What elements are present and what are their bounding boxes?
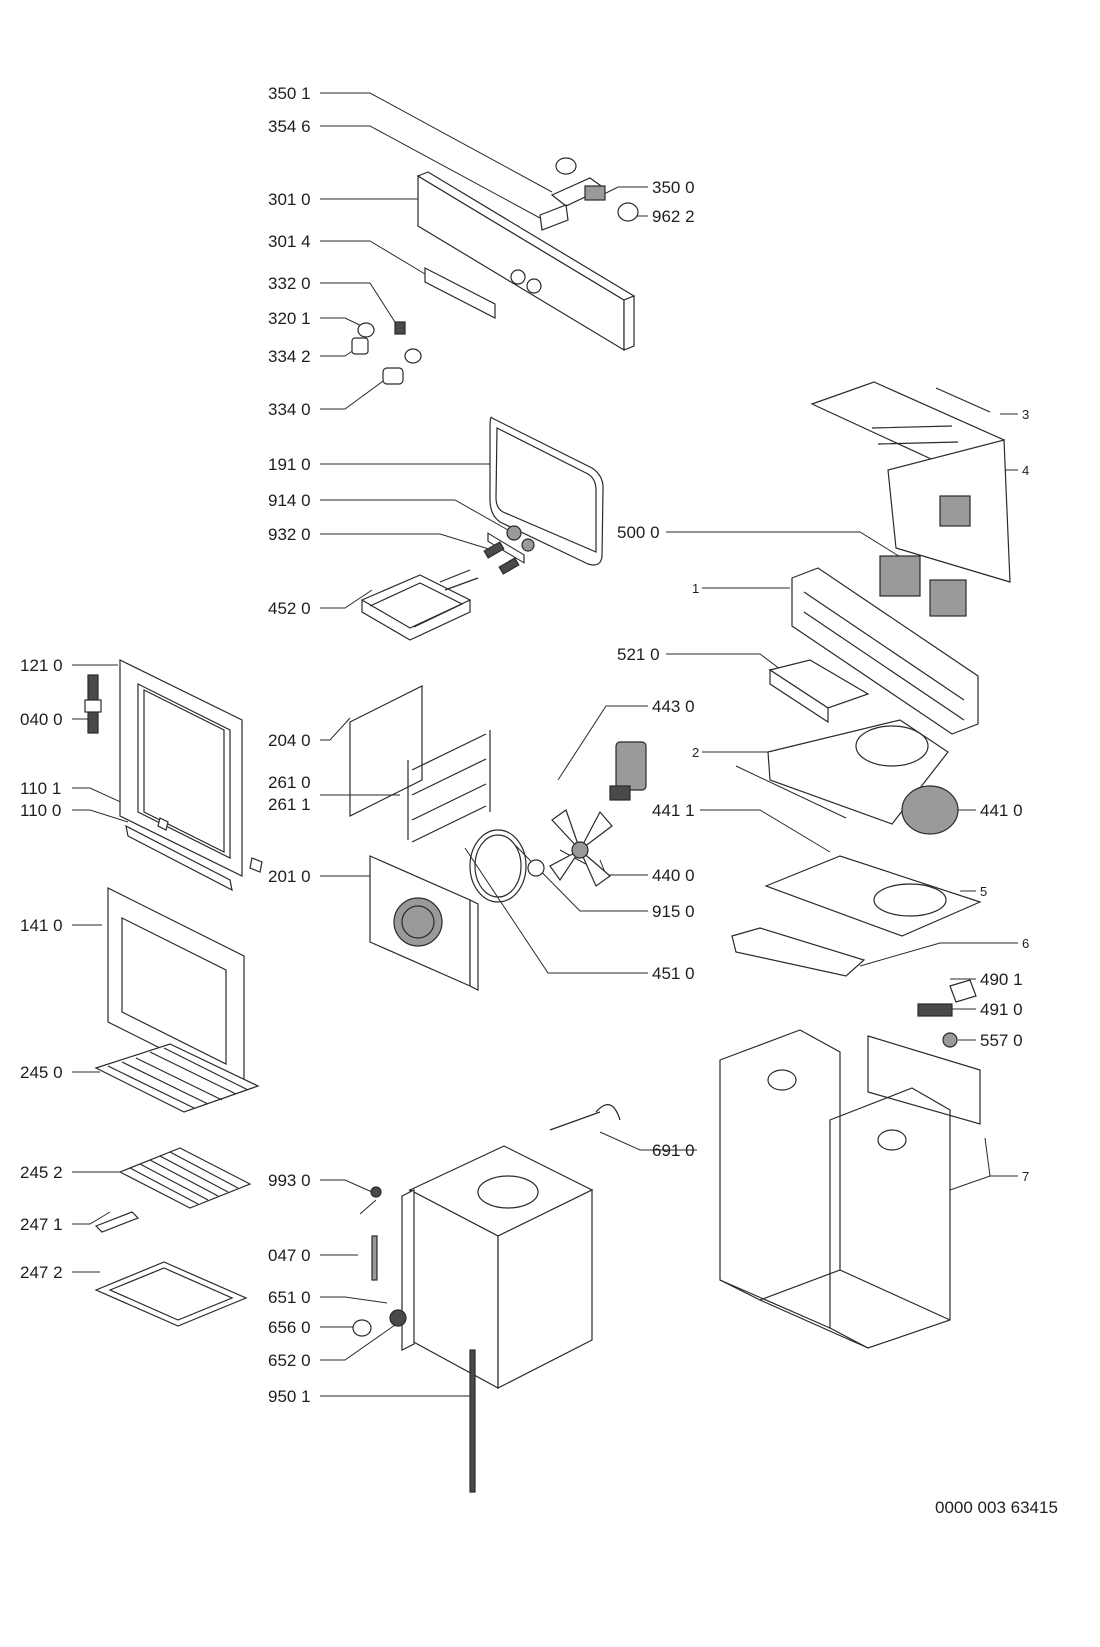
part-label: 261 1 bbox=[268, 795, 311, 814]
part-label: 443 0 bbox=[652, 697, 695, 716]
part-label: 204 0 bbox=[268, 731, 311, 750]
door-gasket-part bbox=[489, 416, 604, 566]
part-label: 441 0 bbox=[980, 801, 1023, 820]
part-label: 110 1 bbox=[20, 779, 61, 798]
tray-handle-part bbox=[94, 1211, 140, 1233]
fan-motor-part bbox=[609, 741, 647, 801]
cavity-fixings-part bbox=[352, 1186, 407, 1337]
part-label: 2 bbox=[692, 745, 699, 760]
part-label: 332 0 bbox=[268, 274, 311, 293]
drip-tray-part bbox=[94, 1261, 248, 1327]
electronic-module-part bbox=[539, 157, 639, 231]
part-label: 451 0 bbox=[652, 964, 695, 983]
heating-element-part bbox=[360, 569, 479, 641]
part-label: 201 0 bbox=[268, 867, 311, 886]
control-knobs-part bbox=[351, 321, 422, 385]
part-label: 191 0 bbox=[268, 455, 311, 474]
terminal-block-part bbox=[917, 979, 977, 1048]
part-label: 1 bbox=[692, 581, 699, 596]
part-label: 247 1 bbox=[20, 1215, 63, 1234]
part-label: 651 0 bbox=[268, 1288, 311, 1307]
wire-shelf-part bbox=[94, 1043, 260, 1113]
cooling-duct-part bbox=[735, 719, 959, 835]
fan-cover-part bbox=[369, 855, 479, 991]
part-label: 5 bbox=[980, 884, 987, 899]
part-labels: 350 1 354 6 301 0 301 4 332 0 320 1 334 … bbox=[20, 84, 1029, 1406]
selector-switch-part bbox=[879, 555, 967, 617]
part-label: 040 0 bbox=[20, 710, 63, 729]
hinge-part bbox=[84, 674, 102, 734]
part-label: 491 0 bbox=[980, 1000, 1023, 1019]
part-label: 110 0 bbox=[20, 801, 61, 820]
part-label: 354 6 bbox=[268, 117, 311, 136]
fan-blade-part bbox=[527, 809, 613, 887]
part-label: 500 0 bbox=[617, 523, 660, 542]
part-label: 914 0 bbox=[268, 491, 311, 510]
part-label: 915 0 bbox=[652, 902, 695, 921]
document-number: 0000 003 63415 bbox=[935, 1498, 1058, 1517]
door-handle-part bbox=[125, 817, 263, 892]
part-label: 3 bbox=[1022, 407, 1029, 422]
top-cover-part bbox=[810, 381, 1011, 583]
part-label: 6 bbox=[1022, 936, 1029, 951]
lamp-part bbox=[483, 525, 535, 575]
part-label: 301 0 bbox=[268, 190, 311, 209]
rear-plate-part bbox=[349, 685, 423, 817]
part-label: 350 1 bbox=[268, 84, 311, 103]
part-label: 301 4 bbox=[268, 232, 311, 251]
thermostat-probe-part bbox=[549, 1104, 621, 1131]
part-label: 334 2 bbox=[268, 347, 311, 366]
part-label: 247 2 bbox=[20, 1263, 63, 1282]
door-inner-part bbox=[119, 659, 243, 877]
part-label: 440 0 bbox=[652, 866, 695, 885]
part-label: 557 0 bbox=[980, 1031, 1023, 1050]
outer-casing-part bbox=[719, 1029, 981, 1349]
part-label: 652 0 bbox=[268, 1351, 311, 1370]
part-label: 261 0 bbox=[268, 773, 311, 792]
ring-element-part bbox=[469, 829, 527, 903]
mounting-bracket-part bbox=[768, 659, 870, 724]
part-label: 047 0 bbox=[268, 1246, 311, 1265]
part-label: 334 0 bbox=[268, 400, 311, 419]
part-label: 521 0 bbox=[617, 645, 660, 664]
part-label: 490 1 bbox=[980, 970, 1023, 989]
part-label: 691 0 bbox=[652, 1141, 695, 1160]
part-label: 656 0 bbox=[268, 1318, 311, 1337]
part-label: 350 0 bbox=[652, 178, 695, 197]
part-label: 320 1 bbox=[268, 309, 311, 328]
part-label: 141 0 bbox=[20, 916, 63, 935]
oven-cavity-part bbox=[401, 1145, 594, 1390]
part-label: 441 1 bbox=[652, 801, 695, 820]
base-plate-part bbox=[731, 855, 982, 977]
part-label: 962 2 bbox=[652, 207, 695, 226]
grill-rack-part bbox=[118, 1147, 252, 1209]
leader-lines bbox=[72, 92, 1018, 1397]
part-label: 452 0 bbox=[268, 599, 311, 618]
part-label: 245 0 bbox=[20, 1063, 63, 1082]
part-label: 932 0 bbox=[268, 525, 311, 544]
part-label: 121 0 bbox=[20, 656, 63, 675]
shelf-runners-part bbox=[407, 730, 491, 843]
seal-strip-part bbox=[469, 1349, 476, 1493]
control-panel-part bbox=[416, 171, 636, 564]
fascia-frame-part bbox=[791, 567, 979, 735]
part-label: 7 bbox=[1022, 1169, 1029, 1184]
part-label: 950 1 bbox=[268, 1387, 311, 1406]
part-label: 245 2 bbox=[20, 1163, 63, 1182]
part-label: 4 bbox=[1022, 463, 1029, 478]
part-label: 993 0 bbox=[268, 1171, 311, 1190]
trim-strip-part bbox=[424, 267, 496, 319]
